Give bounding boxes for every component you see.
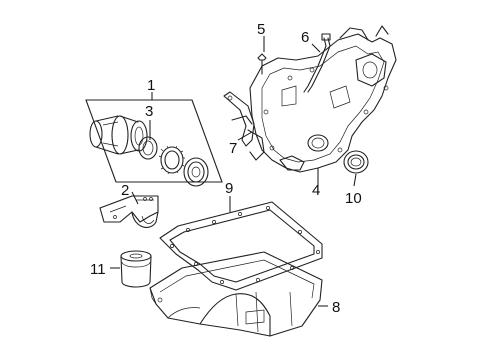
callout-11: 11	[90, 261, 106, 278]
callout-10: 10	[345, 190, 362, 207]
oil-filter-part	[120, 250, 152, 288]
callout-2: 2	[121, 182, 129, 199]
callout-9: 9	[225, 180, 233, 197]
callout-1: 1	[147, 77, 155, 94]
part-assembly-kit-box	[85, 99, 223, 183]
bolt-part	[257, 53, 267, 75]
leader-lines	[110, 36, 357, 307]
callout-3: 3	[145, 103, 153, 120]
chain-guide-part	[223, 91, 265, 161]
dipstick-tube-part	[303, 33, 331, 93]
gasket-ring-part	[183, 157, 209, 187]
callout-7: 7	[229, 140, 237, 157]
bracket-part	[99, 195, 159, 228]
callout-8: 8	[332, 299, 340, 316]
front-seal-part	[343, 150, 369, 174]
callout-4: 4	[312, 182, 320, 199]
seal-ring-part	[138, 136, 158, 160]
sprocket-ring-part	[158, 145, 185, 175]
tube-housing-part	[89, 115, 148, 155]
oil-pan-gasket-part	[159, 201, 323, 291]
callout-5: 5	[257, 21, 265, 38]
oil-pan-part	[149, 251, 323, 337]
timing-cover-part	[249, 25, 397, 173]
callout-6: 6	[301, 29, 309, 46]
